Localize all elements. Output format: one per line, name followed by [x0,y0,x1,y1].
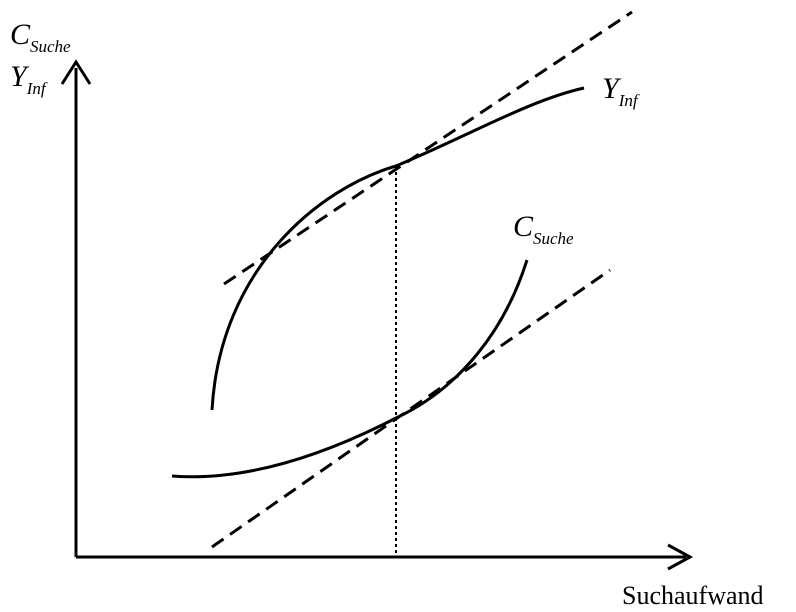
x-axis-label: Suchaufwand [622,581,764,610]
revenue-curve-label: YInf [602,72,640,110]
y-axis-arrowhead [60,59,92,85]
cost-curve [171,259,529,479]
revenue-curve [210,86,585,411]
tangent-line-revenue [223,10,633,286]
axes [60,59,694,571]
tangent-line-cost [211,268,611,549]
cost-curve-label: CSuche [513,210,574,248]
y-axis-label-cost: CSuche [10,18,71,56]
y-axis-label-revenue: YInf [10,60,48,98]
x-axis-arrowhead [667,543,694,571]
